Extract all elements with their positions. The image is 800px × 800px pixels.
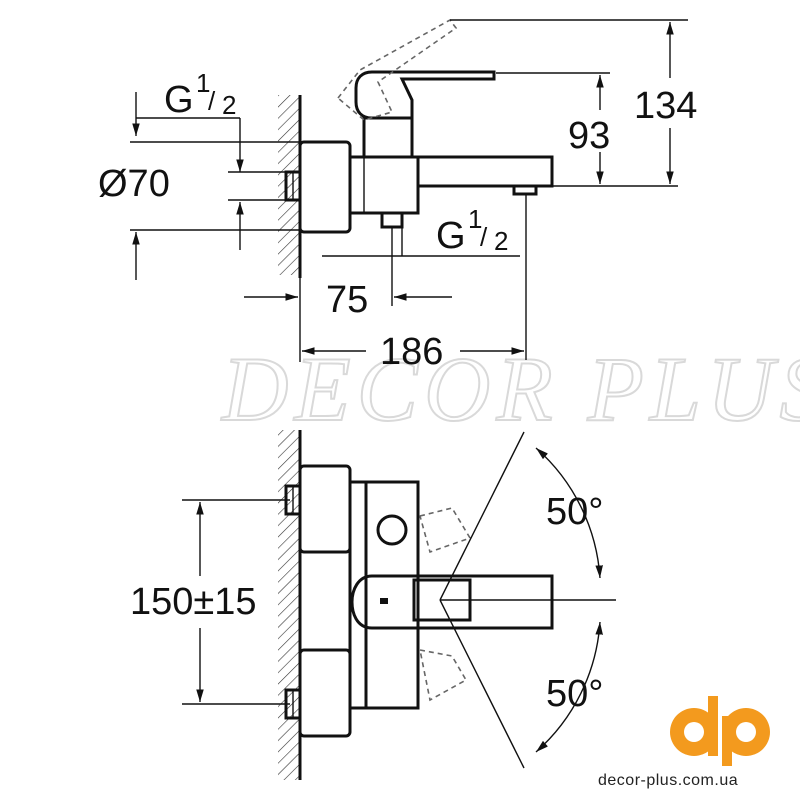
connector-lower bbox=[298, 648, 352, 738]
wall-hatch-bottom bbox=[278, 430, 300, 780]
svg-text:G: G bbox=[436, 215, 466, 257]
lever bbox=[354, 70, 496, 120]
lever-base bbox=[362, 116, 414, 157]
spout-outlet bbox=[512, 184, 538, 196]
brand-url[interactable]: decor-plus.com.ua bbox=[598, 772, 739, 789]
dim-186: 186 bbox=[302, 194, 527, 373]
top-view: 150±15 50° 50° bbox=[130, 430, 616, 780]
diverter-knob bbox=[376, 514, 408, 546]
handle-rotated-up bbox=[419, 507, 472, 554]
watermark: DECOR PLUS bbox=[220, 338, 800, 440]
svg-text:50°: 50° bbox=[546, 491, 603, 533]
svg-text:2: 2 bbox=[222, 90, 236, 120]
connector-upper bbox=[298, 464, 352, 554]
angle-dims: 50° 50° bbox=[439, 431, 616, 769]
svg-text:75: 75 bbox=[326, 279, 368, 321]
dim-93: 93 bbox=[496, 72, 678, 187]
dim-134: 134 bbox=[450, 19, 697, 184]
svg-text:150±15: 150±15 bbox=[130, 581, 257, 623]
spout bbox=[418, 155, 554, 188]
thread-top-callout: G 1 / 2 bbox=[132, 68, 244, 172]
svg-text:50°: 50° bbox=[546, 673, 603, 715]
svg-text:1: 1 bbox=[196, 68, 210, 98]
mixer-body bbox=[348, 155, 420, 215]
dim-150: 150±15 bbox=[130, 499, 290, 705]
logo-d-stem bbox=[708, 696, 718, 756]
brand-logo bbox=[670, 696, 770, 766]
svg-text:93: 93 bbox=[568, 115, 610, 157]
svg-text:/: / bbox=[480, 222, 488, 252]
side-view: G 1 / 2 Ø70 G 1 / 2 bbox=[98, 18, 697, 373]
lever-raised-outline bbox=[336, 18, 458, 121]
diverter bbox=[380, 211, 404, 229]
svg-text:/: / bbox=[208, 86, 216, 116]
svg-text:186: 186 bbox=[380, 331, 443, 373]
thread-bottom-callout: G 1 / 2 bbox=[322, 204, 520, 270]
dim-75: 75 bbox=[244, 270, 452, 362]
wall-hatch-top bbox=[278, 95, 300, 275]
svg-text:G: G bbox=[164, 79, 194, 121]
svg-text:134: 134 bbox=[634, 85, 697, 127]
svg-text:2: 2 bbox=[494, 226, 508, 256]
logo-p-stem bbox=[722, 716, 732, 766]
wall-flange bbox=[298, 140, 352, 234]
handle bbox=[350, 574, 554, 630]
diameter-callout: Ø70 bbox=[98, 141, 300, 280]
svg-text:Ø70: Ø70 bbox=[98, 163, 170, 205]
svg-text:1: 1 bbox=[468, 204, 482, 234]
handle-rotated-down bbox=[418, 648, 468, 702]
body-bar bbox=[364, 480, 420, 710]
